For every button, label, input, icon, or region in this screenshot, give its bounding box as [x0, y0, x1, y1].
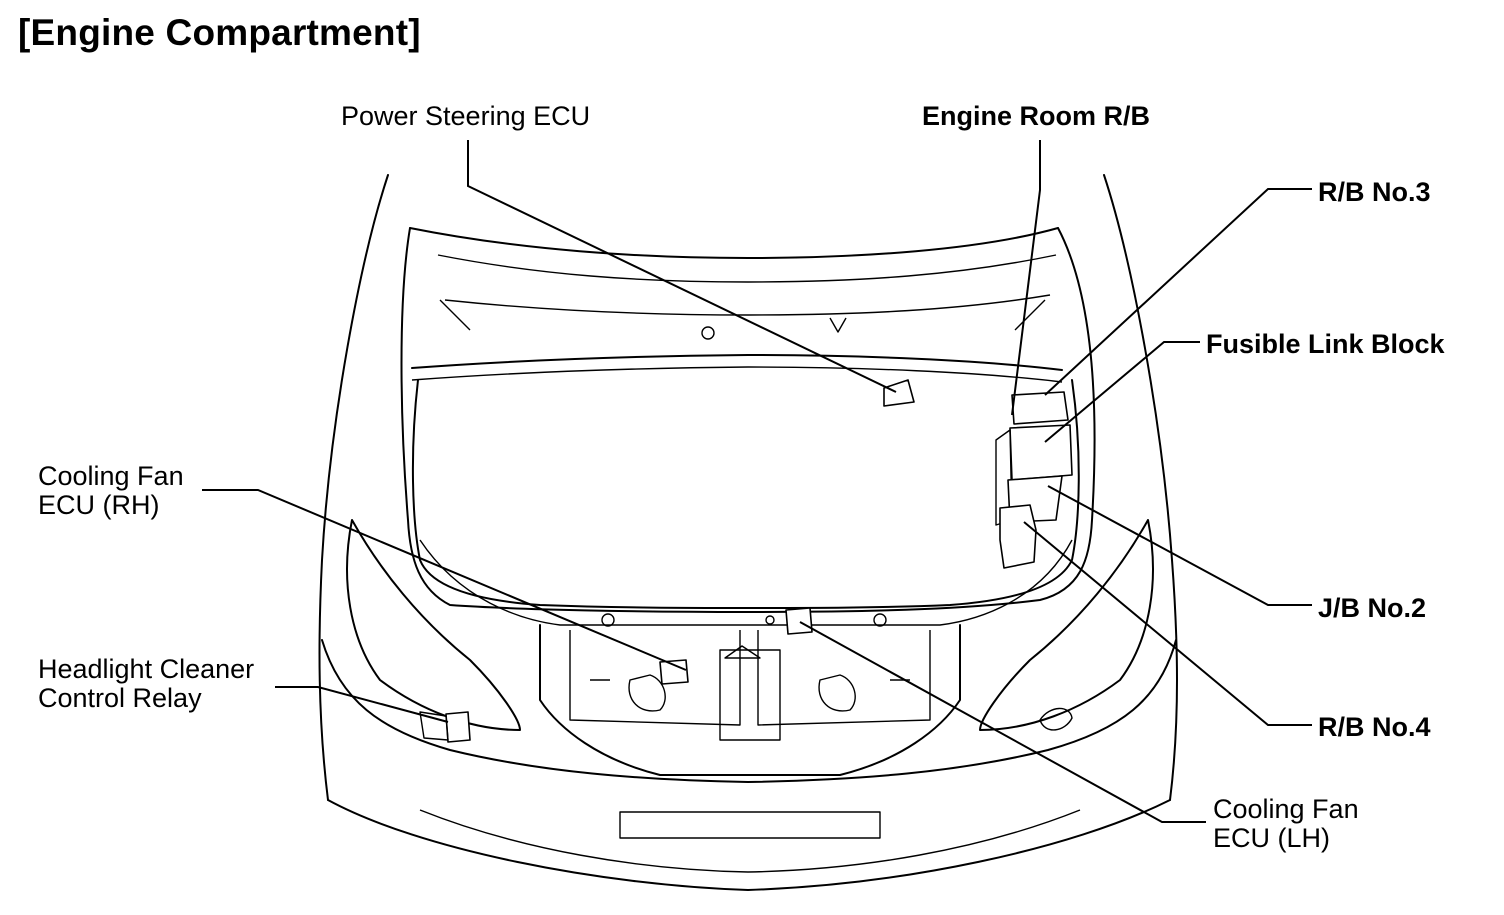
page-title: [Engine Compartment]: [18, 12, 421, 53]
headlights: [346, 519, 1154, 731]
label-rb-no4: R/B No.4: [1318, 712, 1431, 742]
label-headlight-cleaner-relay: Headlight Cleaner Control Relay: [38, 655, 254, 713]
fusible-link-block-part: [1009, 424, 1073, 481]
leader-fusible-link-block: [1044, 341, 1200, 443]
label-cooling-fan-ecu-lh: Cooling Fan ECU (LH): [1213, 795, 1359, 853]
label-cooling-fan-ecu-lh-line2: ECU (LH): [1213, 823, 1331, 853]
grille-area: [539, 613, 961, 839]
leader-lines: [202, 140, 1312, 823]
label-cooling-fan-ecu-rh: Cooling Fan ECU (RH): [38, 462, 184, 520]
leader-rb-no3: [1044, 188, 1312, 396]
label-cooling-fan-ecu-lh-line1: Cooling Fan: [1213, 794, 1359, 824]
power-steering-ecu-part: [883, 379, 915, 407]
label-rb-no3: R/B No.3: [1318, 177, 1431, 207]
car-body-outline: [318, 174, 1178, 891]
label-power-steering-ecu: Power Steering ECU: [341, 101, 591, 131]
label-fusible-link-block: Fusible Link Block: [1206, 329, 1445, 359]
leader-engine-room-rb: [1011, 140, 1041, 416]
leader-cooling-fan-ecu-lh: [799, 621, 1206, 823]
rb-no4-part: [999, 504, 1037, 569]
label-headlight-cleaner-relay-line2: Control Relay: [38, 683, 202, 713]
leader-rb-no4: [1023, 521, 1312, 726]
label-engine-room-rb: Engine Room R/B: [922, 101, 1150, 131]
label-jb-no2: J/B No.2: [1318, 593, 1427, 623]
leader-cooling-fan-ecu-rh: [202, 489, 687, 671]
label-cooling-fan-ecu-rh-line2: ECU (RH): [38, 490, 160, 520]
label-cooling-fan-ecu-rh-line1: Cooling Fan: [38, 461, 184, 491]
headlight-cleaner-relay-part: [445, 711, 471, 743]
hood-opening: [400, 227, 1096, 613]
leader-power-steering-ecu: [467, 140, 897, 393]
rb-no3-part: [1011, 391, 1069, 425]
cooling-fan-ecu-lh-part: [785, 607, 813, 635]
engine-bay-inner: [411, 379, 1080, 626]
cooling-fan-ecu-rh-part: [659, 659, 689, 685]
label-headlight-cleaner-relay-line1: Headlight Cleaner: [38, 654, 255, 684]
component-parts: [419, 379, 1073, 743]
leader-jb-no2: [1047, 485, 1312, 606]
leader-headlight-cleaner-relay: [275, 686, 449, 723]
